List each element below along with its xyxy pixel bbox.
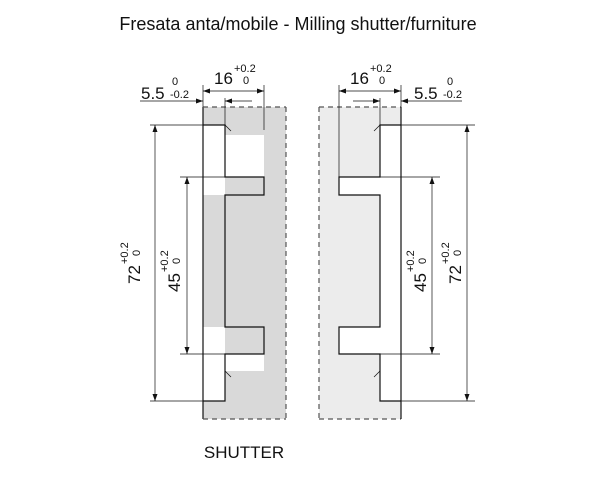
furniture-milling-outline	[338, 124, 401, 402]
dimension-line	[373, 124, 381, 132]
dimension-label: -0.2	[170, 89, 189, 101]
dimension-label: 45	[411, 273, 430, 292]
dimension-label: 16	[214, 69, 233, 88]
right-dim-72: 72 +0.2 0	[401, 124, 475, 402]
dimension-label: +0.2	[159, 250, 171, 272]
shutter-center-mark-bottom	[224, 370, 232, 378]
right-dim-16: 16 +0.2 0	[338, 63, 402, 177]
dimension-label: 0	[447, 76, 453, 88]
rotated-dimension-text: 72 +0.2 0	[119, 242, 144, 284]
dimension-label: 0	[379, 75, 385, 87]
right-dim-45: 45 +0.2 0	[380, 176, 440, 355]
shutter-milling-step-top	[203, 124, 265, 402]
left-dim-5-5: 5.5 0 -0.2	[140, 76, 252, 125]
dimension-label: +0.2	[119, 242, 131, 264]
dimension-label: 0	[171, 258, 183, 264]
dimension-label: +0.2	[234, 63, 256, 75]
rotated-dimension-text: 45 +0.2 0	[405, 250, 430, 292]
dimension-label: 0	[452, 250, 464, 256]
dimension-label: 0	[131, 250, 143, 256]
furniture-profile	[318, 106, 402, 420]
left-dim-45: 45 +0.2 0	[159, 176, 225, 355]
dimension-line	[373, 370, 381, 378]
dimension-label: 0	[172, 76, 178, 88]
shutter-milled-area	[203, 107, 286, 419]
shutter-center-mark-top	[224, 124, 232, 132]
dimension-label: 16	[350, 69, 369, 88]
dimension-label: +0.2	[370, 63, 392, 75]
shutter-caption: SHUTTER	[204, 443, 284, 462]
right-dim-5-5: 5.5 0 -0.2	[353, 76, 462, 125]
furniture-milled-area	[319, 107, 401, 419]
dimension-label: 0	[417, 258, 429, 264]
rotated-dimension-text: 72 +0.2 0	[440, 242, 465, 284]
diagram-title: Fresata anta/mobile - Milling shutter/fu…	[119, 14, 476, 34]
left-dim-72: 72 +0.2 0	[119, 124, 203, 402]
dimension-label: 45	[165, 273, 184, 292]
left-dim-16: 16 +0.2 0	[202, 63, 265, 130]
dimension-label: 0	[243, 75, 249, 87]
dimension-label: 72	[446, 265, 465, 284]
rotated-dimension-text: 45 +0.2 0	[159, 250, 184, 292]
dimension-label: 5.5	[414, 84, 438, 103]
dimension-label: -0.2	[443, 89, 462, 101]
shutter-profile	[202, 106, 287, 420]
dimension-label: 5.5	[141, 84, 165, 103]
dimension-label: 72	[125, 265, 144, 284]
dimension-label: +0.2	[440, 242, 452, 264]
dimension-label: +0.2	[405, 250, 417, 272]
